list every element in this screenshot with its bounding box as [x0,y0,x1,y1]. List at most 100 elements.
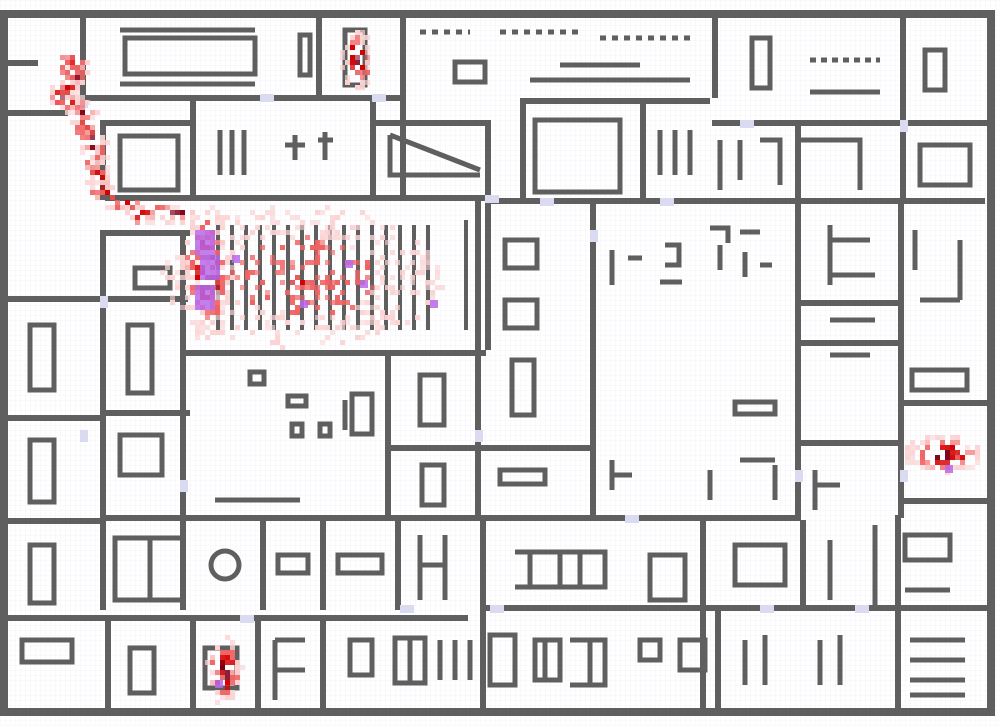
heat-cell [220,310,225,315]
heat-cell [355,270,360,275]
heat-cell [270,210,275,215]
heat-cell [110,205,115,210]
heat-cell [230,640,235,645]
heat-cell [90,160,95,165]
outer-wall-left [0,10,8,716]
heat-cell [355,235,360,240]
heat-cell [85,60,90,65]
dwell-marker [360,280,368,288]
heat-cell [210,680,215,685]
heat-cell [235,220,240,225]
heat-cell [190,220,195,225]
heat-cell [390,310,395,315]
heat-cell [85,180,90,185]
heat-cell [355,40,360,45]
heat-cell [910,445,915,450]
desk [317,421,333,439]
heat-cell [260,245,265,250]
wall [8,60,38,66]
heat-cell [50,95,55,100]
heat-cell [410,275,415,280]
heat-cell [365,80,370,85]
heat-cell [250,230,255,235]
heat-cell [235,665,240,670]
dwell-marker [945,465,953,473]
heat-cell [335,300,340,305]
heat-cell [95,110,100,115]
heat-cell [435,265,440,270]
dwell-marker [430,300,438,308]
heat-cell [200,320,205,325]
heat-cell [280,260,285,265]
heat-cell [220,275,225,280]
heat-cell [295,305,300,310]
heat-cell [225,660,230,665]
heat-cell [65,65,70,70]
heat-cell [260,310,265,315]
wall [895,515,901,710]
heat-cell [50,100,55,105]
heat-cell [325,260,330,265]
heat-cell [335,295,340,300]
heat-cell [260,280,265,285]
heat-cell [375,320,380,325]
desk [387,132,481,178]
heat-cell [190,290,195,295]
heat-cell [225,255,230,260]
heat-cell [105,165,110,170]
heat-cell [315,250,320,255]
heat-cell [365,330,370,335]
heat-cell [240,260,245,265]
heat-cell [95,170,100,175]
heat-cell [345,320,350,325]
heat-cell [965,465,970,470]
heat-cell [305,260,310,265]
heat-cell [340,275,345,280]
heat-cell [265,210,270,215]
heat-cell [90,190,95,195]
heat-cell [360,65,365,70]
heat-cell [120,205,125,210]
heat-cell [345,280,350,285]
heat-cell [315,295,320,300]
heat-cell [335,280,340,285]
heat-cell [175,270,180,275]
heat-cell [170,275,175,280]
heat-cell [220,325,225,330]
heat-cell [955,435,960,440]
wall [715,610,721,710]
desk [487,632,563,688]
heat-cell [235,275,240,280]
heat-cell [240,235,245,240]
heat-cell [85,125,90,130]
heat-cell [75,105,80,110]
heat-cell [235,680,240,685]
heat-cell [80,125,85,130]
heat-cell [290,260,295,265]
heat-cell [230,670,235,675]
heat-cell [915,445,920,450]
heat-cell [275,315,280,320]
heat-cell [65,110,70,115]
heat-cell [355,260,360,265]
heat-cell [220,260,225,265]
heat-cell [305,280,310,285]
round-table [208,548,242,582]
heat-cell [220,300,225,305]
heat-cell [300,265,305,270]
heat-cell [80,75,85,80]
heat-cell [190,275,195,280]
heat-cell [195,215,200,220]
heat-cell [100,145,105,150]
desk [909,367,970,393]
heat-cell [935,435,940,440]
heat-cell [70,85,75,90]
heat-cell [195,325,200,330]
heat-cell [965,445,970,450]
heat-cell [960,455,965,460]
heat-cell [255,260,260,265]
heat-cell [65,105,70,110]
heat-cell [970,465,975,470]
heat-cell [905,460,910,465]
